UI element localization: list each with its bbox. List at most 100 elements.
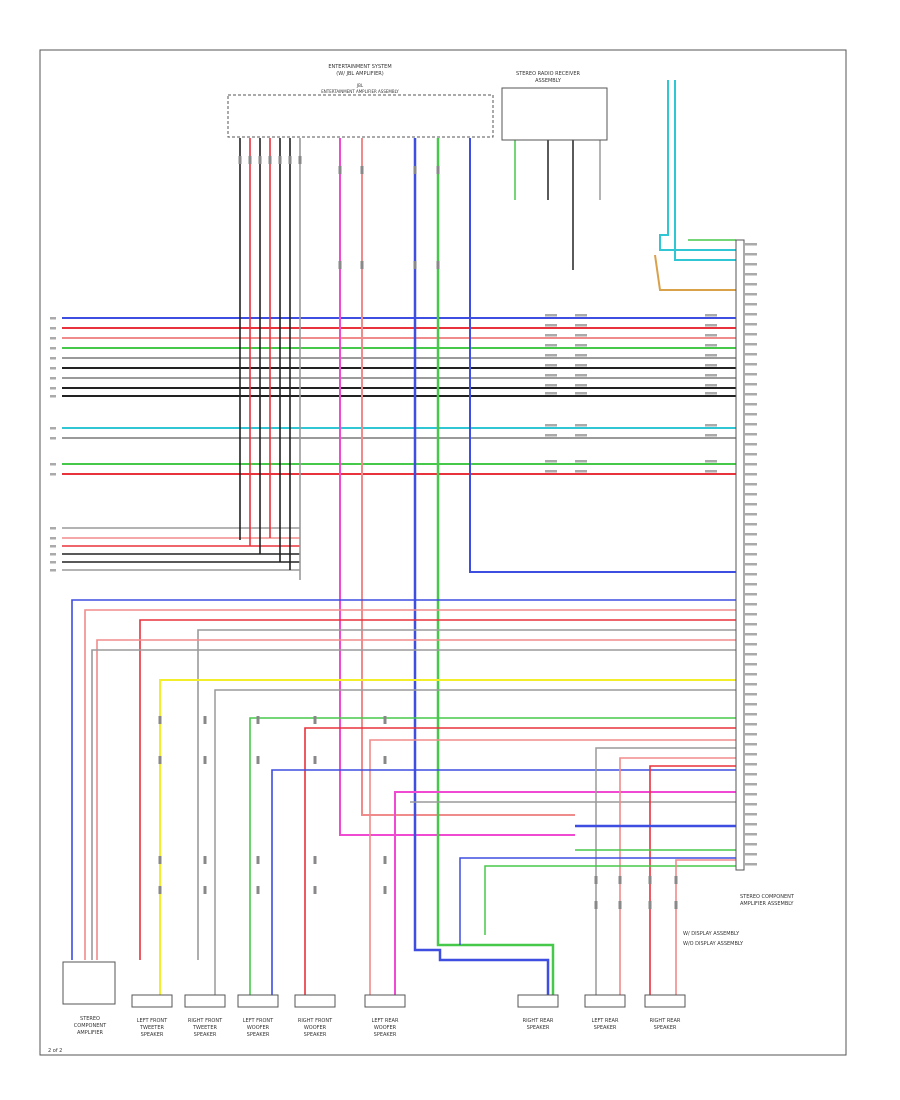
bus-code-label (575, 392, 587, 395)
rear-speaker-wire-code (618, 901, 622, 909)
speaker-wire-code (383, 856, 387, 864)
left-pin-label (50, 357, 56, 360)
rear-speaker-wire-code (618, 876, 622, 884)
connector-pin-label (745, 673, 757, 676)
left-pin-label (50, 463, 56, 466)
speaker-wire-code (313, 716, 317, 724)
pin-code-4 (268, 156, 272, 164)
connector-pin-label (745, 393, 757, 396)
speaker-wire-code (383, 756, 387, 764)
left-pin-label (50, 473, 56, 476)
connector-pin-label (745, 253, 757, 256)
left-pin-label (50, 395, 56, 398)
connector-pin-label (745, 553, 757, 556)
bus-code-label (705, 392, 717, 395)
right-side-label-1: STEREO COMPONENT (740, 894, 795, 900)
bus-code-label (545, 470, 557, 473)
blue-wire-d (459, 857, 736, 945)
speaker-5-body (364, 994, 406, 1008)
pin-code-7 (298, 156, 302, 164)
speaker-4-body (294, 994, 336, 1008)
speaker-wire-code (203, 716, 207, 724)
left-pin-label (50, 437, 56, 440)
svg-text:SPEAKER: SPEAKER (141, 1032, 164, 1038)
salmon-wire-d (675, 859, 736, 995)
speaker-label-5: LEFT REAR WOOFER SPEAKER (372, 1018, 399, 1038)
rear-speaker-wire-code (648, 901, 652, 909)
bus-code-label (575, 384, 587, 387)
rear-speaker-wire-code (594, 901, 598, 909)
connector-pin-label (745, 823, 757, 826)
speaker-label-2: RIGHT FRONT TWEETER SPEAKER (188, 1018, 223, 1038)
salmon-wire (361, 138, 575, 816)
right-cluster-2 (619, 757, 736, 995)
bus-code-label (705, 364, 717, 367)
left-pin-label (50, 553, 56, 556)
red-wire-b (304, 727, 736, 995)
connector-pin-label (745, 663, 757, 666)
rear-speaker-wire-code (594, 876, 598, 884)
left-pin-label (50, 427, 56, 430)
svg-text:LEFT REAR: LEFT REAR (372, 1018, 399, 1024)
connector-pin-label (745, 543, 757, 546)
bus-code-label (705, 374, 717, 377)
connector-pin-label (745, 443, 757, 446)
left-pin-label (50, 561, 56, 564)
lower-bus-5 (96, 639, 736, 960)
module-sub-label: JBL (356, 83, 364, 88)
connector-pin-label (745, 743, 757, 746)
left-bottom-label-1: STEREO (80, 1016, 100, 1022)
bus-code-label (575, 374, 587, 377)
bus-code-label (705, 324, 717, 327)
connector-pin-label (745, 763, 757, 766)
left-pin-label (50, 347, 56, 350)
svg-text:TWEETER: TWEETER (139, 1025, 165, 1031)
right-cluster-3 (649, 765, 736, 995)
lower-bus-3 (139, 619, 736, 960)
speaker-label-7: LEFT REAR SPEAKER (592, 1018, 619, 1031)
connector-pin-label (745, 853, 757, 856)
connector-pin-label (745, 473, 757, 476)
speaker-label-8: RIGHT REAR SPEAKER (650, 1018, 681, 1031)
bus-code-label (575, 460, 587, 463)
radio-title: STEREO RADIO RECEIVER (516, 71, 580, 77)
connector-pin-label (745, 333, 757, 336)
connector-pin-label (745, 693, 757, 696)
connector-pin-label (745, 773, 757, 776)
speaker-7-body (584, 994, 626, 1008)
bus-code-label (545, 424, 557, 427)
left-pin-label (50, 367, 56, 370)
connector-pin-label (745, 633, 757, 636)
lower-bus-1 (71, 599, 736, 960)
bus-code-label (545, 324, 557, 327)
stereo-component-box (62, 961, 116, 1005)
bus-code-label (545, 344, 557, 347)
connector-pin-label (745, 363, 757, 366)
long-wire-code (413, 166, 417, 174)
module-sub-line: ENTERTAINMENT AMPLIFIER ASSEMBLY (321, 89, 399, 94)
connector-pin-label (745, 513, 757, 516)
bus-code-label (575, 314, 587, 317)
connector-pin-label (745, 583, 757, 586)
connector-pin-label (745, 573, 757, 576)
bus-code-label (545, 314, 557, 317)
connector-pin-label (745, 343, 757, 346)
speaker-8-body (644, 994, 686, 1008)
svg-text:SPEAKER: SPEAKER (304, 1032, 327, 1038)
connector-pin-label (745, 423, 757, 426)
speaker-wire-code (203, 856, 207, 864)
left-pin-label (50, 377, 56, 380)
connector-pin-label (745, 453, 757, 456)
connector-pin-label (745, 493, 757, 496)
connector-pin-label (745, 603, 757, 606)
gray-wire-a (214, 689, 736, 995)
long-wire-code (436, 166, 440, 174)
module-title: ENTERTAINMENT SYSTEM (328, 64, 391, 70)
module-subtitle: (W/ JBL AMPLIFIER) (336, 71, 383, 77)
left-pin-label (50, 569, 56, 572)
connector-pin-label (745, 783, 757, 786)
bus-code-label (575, 364, 587, 367)
bus-code-label (575, 434, 587, 437)
blue-wire-b (271, 769, 736, 995)
